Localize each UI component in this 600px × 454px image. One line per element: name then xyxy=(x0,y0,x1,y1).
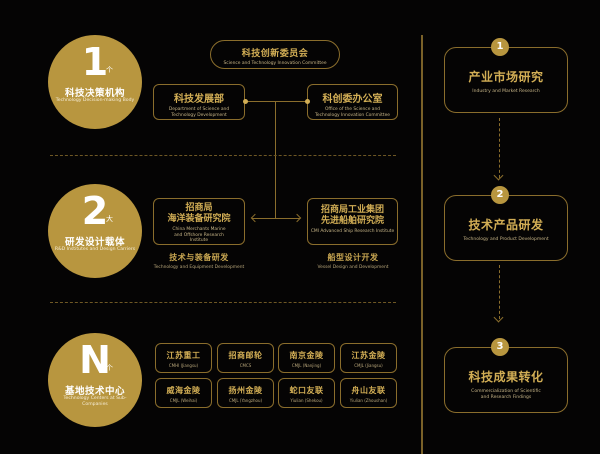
ship-caption-en: Vessel Design and Development xyxy=(317,265,389,270)
center-name: 舟山友联 xyxy=(351,386,386,395)
marine-institute-box: 招商局 海洋装备研究院 China Merchants Marine and O… xyxy=(153,198,245,245)
committee-subtitle: Science and Technology Innovation Commit… xyxy=(223,61,327,66)
dept-box: 科技发展部 Department of Science and Technolo… xyxy=(153,84,245,120)
tier-n-number: N xyxy=(79,338,111,382)
connector-horizontal xyxy=(245,101,307,102)
tier-n-unit: 个 xyxy=(106,364,113,372)
tier-2-circle: 2 大 研发设计载体 R&D Institutes and Design Car… xyxy=(48,184,142,278)
center-name: 蛇口友联 xyxy=(289,386,324,395)
tier-1-title: 科技决策机构 xyxy=(64,88,125,99)
center-cell: 蛇口友联 Yiulian (Shekou) xyxy=(278,378,335,408)
connector-dot-left xyxy=(243,99,248,104)
center-en: CMCS xyxy=(239,363,252,368)
tier-2-unit: 大 xyxy=(106,215,113,223)
marine-caption-cn: 技术与装备研发 xyxy=(169,253,229,262)
office-box: 科创委办公室 Office of the Science and Technol… xyxy=(307,84,398,120)
tier-1-number: 1 xyxy=(81,40,109,84)
chevron-down-icon xyxy=(493,312,504,323)
office-title: 科创委办公室 xyxy=(322,94,383,105)
center-cell: 舟山友联 Yiulian (Zhoushan) xyxy=(340,378,397,408)
center-name: 江苏金陵 xyxy=(351,351,386,360)
dept-subtitle: Department of Science and Technology Dev… xyxy=(168,107,230,118)
marine-institute-title-2: 海洋装备研究院 xyxy=(167,214,231,224)
tier-2-title: 研发设计载体 xyxy=(64,237,125,248)
process-step-3-subtitle: Commercialization of Scientific and Rese… xyxy=(471,389,541,400)
center-en: CMJL (Weihai) xyxy=(169,398,198,403)
tier-1-subtitle: Technology Decision-making Body xyxy=(55,98,135,103)
tier-2-number: 2 xyxy=(81,189,109,233)
tier-n-subtitle: Technology Centers at Sub-Companies xyxy=(63,396,127,407)
center-cell: 招商邮轮 CMCS xyxy=(217,343,274,373)
process-step-1-box: 产业市场研究 Industry and Market Research xyxy=(444,47,568,113)
center-cell: 江苏金陵 CMJL (Jiangsu) xyxy=(340,343,397,373)
center-en: CMJL (Nanjing) xyxy=(291,363,322,368)
column-divider xyxy=(421,35,423,454)
center-name: 扬州金陵 xyxy=(228,386,263,395)
tier-n-circle: N 个 基地技术中心 Technology Centers at Sub-Com… xyxy=(48,333,142,427)
step-1-badge: 1 xyxy=(491,38,509,56)
marine-caption-en: Technology and Equipment Development xyxy=(153,265,245,270)
marine-institute-subtitle: China Merchants Marine and Offshore Rese… xyxy=(172,227,226,243)
step-2-badge: 2 xyxy=(491,186,509,204)
center-en: Yiulian (Shekou) xyxy=(290,398,323,403)
chevron-down-icon xyxy=(493,170,504,181)
ship-institute-title-1: 招商局工业集团 xyxy=(320,205,384,215)
dept-title: 科技发展部 xyxy=(174,94,224,105)
committee-box: 科技创新委员会 Science and Technology Innovatio… xyxy=(210,40,340,69)
ship-institute-box: 招商局工业集团 先进船舶研究院 CMI Advanced Ship Resear… xyxy=(307,198,398,245)
flow-arrow-2 xyxy=(499,265,500,319)
ship-institute-title-2: 先进船舶研究院 xyxy=(320,216,384,226)
process-step-1-subtitle: Industry and Market Research xyxy=(472,89,540,94)
center-name: 江苏重工 xyxy=(166,351,201,360)
tier-n-title: 基地技术中心 xyxy=(64,386,125,397)
process-step-3-box: 科技成果转化 Commercialization of Scientific a… xyxy=(444,347,568,413)
marine-caption: 技术与装备研发 Technology and Equipment Develop… xyxy=(143,252,255,270)
process-step-2-subtitle: Technology and Product Development xyxy=(463,237,549,242)
center-en: Yiulian (Zhoushan) xyxy=(349,398,388,403)
center-name: 招商邮轮 xyxy=(228,351,263,360)
center-name: 南京金陵 xyxy=(289,351,324,360)
separator-2 xyxy=(50,302,396,303)
arrow-left-icon xyxy=(250,213,260,223)
process-step-3-title: 科技成果转化 xyxy=(468,370,544,384)
center-en: CMHI (Jiangsu) xyxy=(168,363,199,368)
arrow-right-icon xyxy=(292,213,302,223)
connector-bidirectional xyxy=(252,218,300,219)
flow-arrow-1 xyxy=(499,118,500,178)
process-step-2-box: 技术产品研发 Technology and Product Developmen… xyxy=(444,195,568,261)
center-en: CMJL (Yangzhou) xyxy=(228,398,263,403)
center-cell: 扬州金陵 CMJL (Yangzhou) xyxy=(217,378,274,408)
committee-title: 科技创新委员会 xyxy=(241,49,309,59)
center-cell: 南京金陵 CMJL (Nanjing) xyxy=(278,343,335,373)
office-subtitle: Office of the Science and Technology Inn… xyxy=(314,107,390,118)
center-cell: 威海金陵 CMJL (Weihai) xyxy=(155,378,212,408)
center-name: 威海金陵 xyxy=(166,386,201,395)
step-3-badge: 3 xyxy=(491,338,509,356)
process-step-1-title: 产业市场研究 xyxy=(468,70,544,84)
connector-dot-right xyxy=(305,99,310,104)
ship-caption-cn: 船型设计开发 xyxy=(327,253,379,262)
tier-1-circle: 1 个 科技决策机构 Technology Decision-making Bo… xyxy=(48,35,142,129)
center-en: CMJL (Jiangsu) xyxy=(354,363,383,368)
marine-institute-title-1: 招商局 xyxy=(185,203,213,213)
center-cell: 江苏重工 CMHI (Jiangsu) xyxy=(155,343,212,373)
tier-1-unit: 个 xyxy=(106,66,113,74)
process-step-2-title: 技术产品研发 xyxy=(468,218,544,232)
connector-vertical xyxy=(275,101,276,219)
ship-caption: 船型设计开发 Vessel Design and Development xyxy=(297,252,409,270)
separator-1 xyxy=(50,155,396,156)
tier-2-subtitle: R&D Institutes and Design Carriers xyxy=(54,247,136,252)
ship-institute-subtitle: CMI Advanced Ship Research Institute xyxy=(310,229,395,234)
